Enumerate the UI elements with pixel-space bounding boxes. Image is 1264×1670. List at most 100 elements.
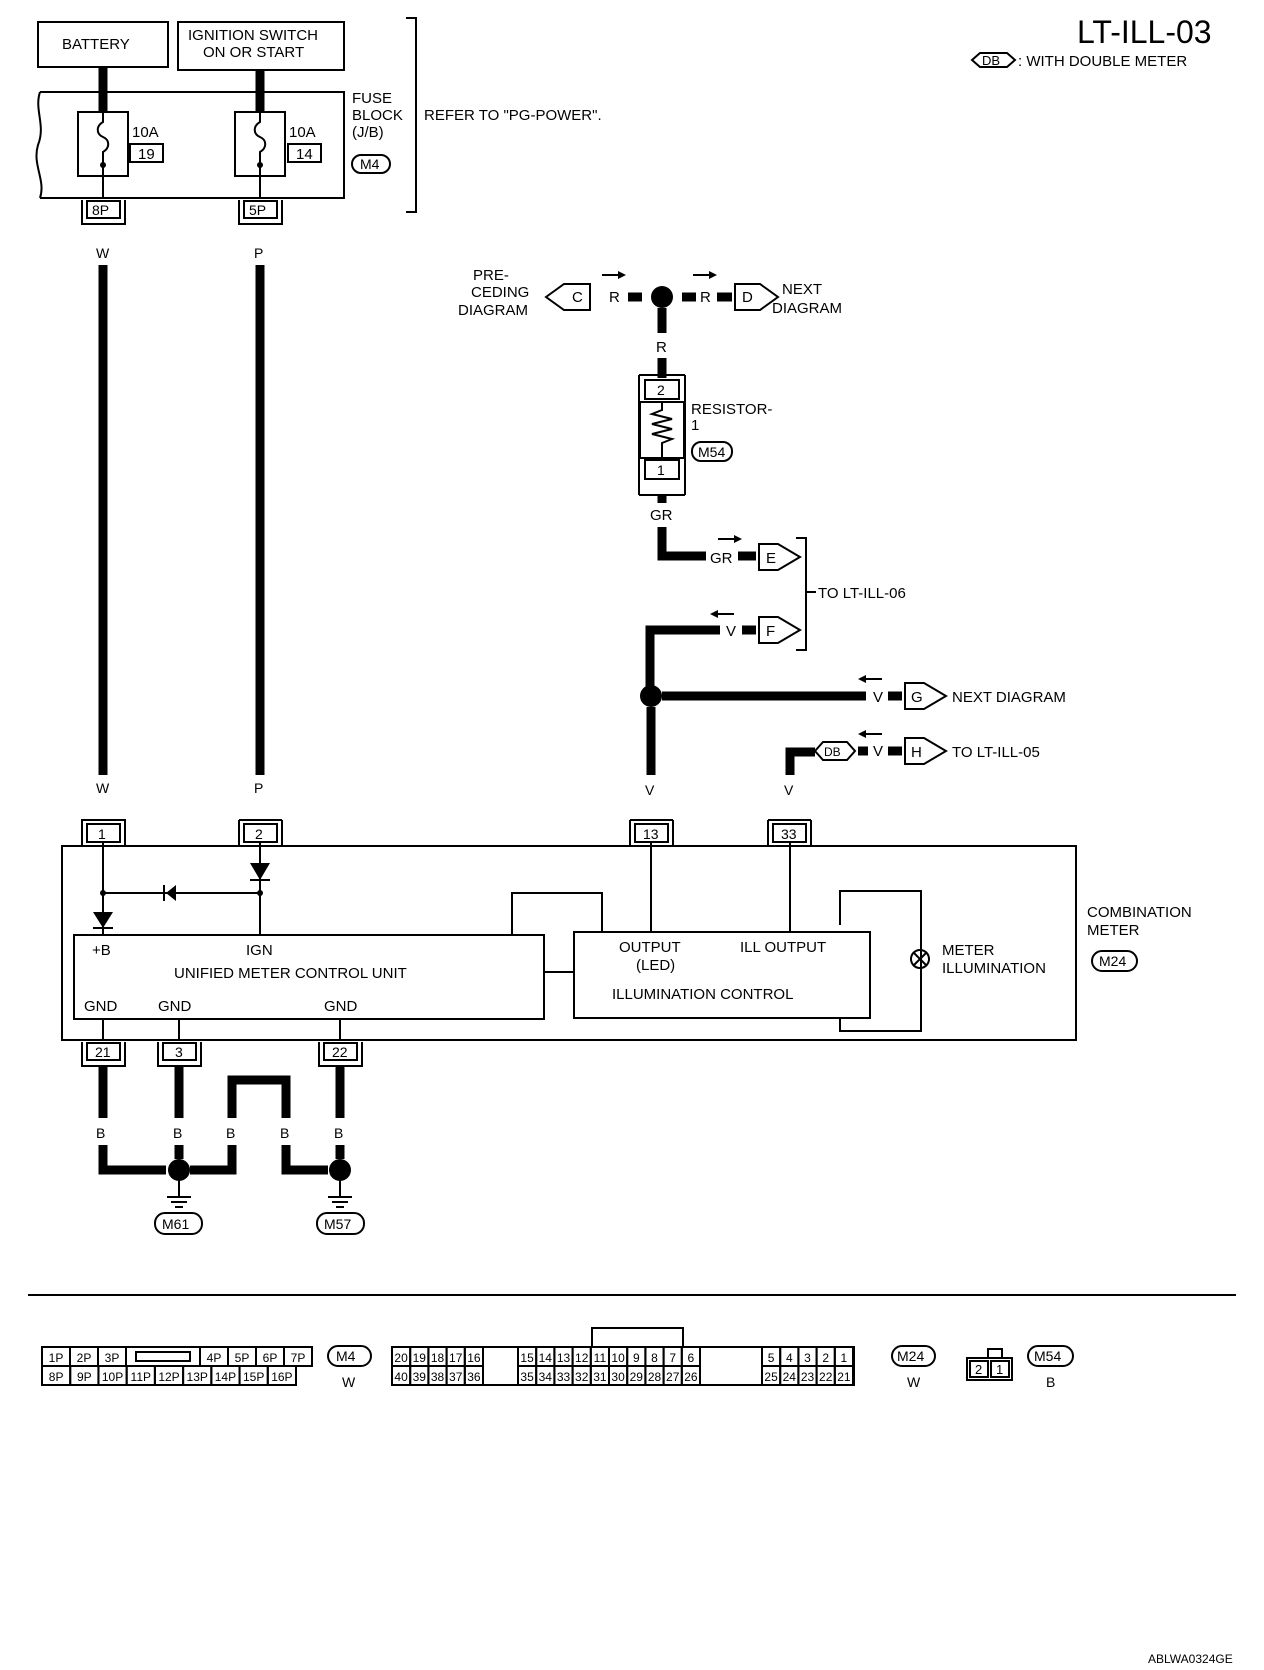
- footer-m4-pin: 16P: [271, 1370, 292, 1384]
- meter-pin-13: 13: [643, 826, 659, 842]
- wire-b-2: B: [173, 1125, 182, 1141]
- wire-b-1: B: [96, 1125, 105, 1141]
- footer-m4-pin: 14P: [215, 1370, 236, 1384]
- footer-m24-pin: 21: [837, 1370, 851, 1384]
- meter-top-connectors: [81, 819, 812, 846]
- next-diagram-2: DIAGRAM: [772, 300, 842, 317]
- footer-m4-pin: 2P: [77, 1351, 92, 1365]
- footer-m24-pin: 17: [449, 1351, 463, 1365]
- terminal-5p: [238, 200, 283, 225]
- wire-w-bottom: W: [96, 780, 110, 796]
- fuse-2-terminal: 5P: [249, 202, 266, 218]
- resistor-pin-top: 2: [657, 382, 665, 398]
- legend-tag: DB: [982, 53, 1000, 68]
- combination-meter-box: [61, 845, 1077, 1041]
- battery-label: BATTERY: [62, 36, 130, 53]
- ground-splice-m61: [168, 1159, 190, 1181]
- meter-illum-label-1: METER: [942, 942, 995, 959]
- unit-gnd-1: GND: [84, 998, 118, 1015]
- footer-m24-pin: 8: [651, 1351, 658, 1365]
- footer-m24-pin: 27: [666, 1370, 680, 1384]
- connector-d-label: D: [742, 289, 753, 306]
- wire-gr-e: GR: [710, 550, 733, 567]
- wire-r-left: R: [609, 289, 620, 306]
- wire-p-bottom: P: [254, 780, 263, 796]
- ground-m57: M57: [324, 1216, 351, 1232]
- illum-name: ILLUMINATION CONTROL: [612, 986, 793, 1003]
- footer-m24-pin: 3: [804, 1351, 811, 1365]
- fuse-1-terminal: 8P: [92, 202, 109, 218]
- footer-m24-pin: 40: [394, 1370, 408, 1384]
- unit-name: UNIFIED METER CONTROL UNIT: [174, 965, 407, 982]
- connector-e-label: E: [766, 550, 776, 567]
- ignition-label-1: IGNITION SWITCH: [188, 27, 318, 44]
- connector-c: [544, 283, 591, 311]
- splice-v: [640, 685, 662, 707]
- footer-m4-pin: 13P: [187, 1370, 208, 1384]
- footer-m54-pin-2: 2: [975, 1362, 982, 1377]
- wire-r-down: R: [656, 339, 667, 356]
- illum-output-1: OUTPUT: [619, 939, 681, 956]
- footer-m4-pin: 15P: [243, 1370, 264, 1384]
- footer-m4-pin: 11P: [131, 1370, 151, 1384]
- resistor-label-2: 1: [691, 417, 699, 434]
- meter-pin-3: 3: [175, 1044, 183, 1060]
- resistor-pin-bottom: 1: [657, 462, 665, 478]
- footer-m4-pin: 10P: [102, 1370, 123, 1384]
- footer-m24-pin: 2: [822, 1351, 829, 1365]
- footer-m24-pin: 20: [394, 1351, 408, 1365]
- wire-b-4: B: [280, 1125, 289, 1141]
- illum-ill-output: ILL OUTPUT: [740, 939, 826, 956]
- preceding-diagram-1: PRE-: [473, 267, 509, 284]
- resistor-connector: M54: [698, 444, 725, 460]
- footer-m24-pin: 13: [557, 1351, 571, 1365]
- unified-meter-control-unit: [73, 934, 545, 1020]
- footer-m24-pin: 6: [688, 1351, 695, 1365]
- connector-f: [758, 616, 802, 644]
- footer-m24-pin: 38: [431, 1370, 445, 1384]
- footer-m24-pin: 26: [684, 1370, 698, 1384]
- ignition-switch-box: [177, 21, 345, 71]
- fuse-2-amps: 10A: [289, 124, 316, 141]
- footer-m24-pin: 23: [801, 1370, 815, 1384]
- connector-e: [758, 543, 802, 571]
- fuse-2-number: 14: [296, 146, 313, 163]
- fuse-1-number: 19: [138, 146, 155, 163]
- fuse-block-label-3: (J/B): [352, 124, 384, 141]
- footer-m24-pin: 19: [413, 1351, 427, 1365]
- footer-m24-pin: 24: [783, 1370, 797, 1384]
- ground-m61: M61: [162, 1216, 189, 1232]
- footer-m24-pin: 37: [449, 1370, 463, 1384]
- connector-h-label: H: [911, 744, 922, 761]
- wire-p-top: P: [254, 245, 263, 261]
- ground-splice-m57: [329, 1159, 351, 1181]
- footer-m24-pin: 7: [669, 1351, 676, 1365]
- ground-symbol-m61: [167, 1181, 191, 1208]
- page-title: LT-ILL-03: [1077, 14, 1212, 50]
- footer-m24-pin: 16: [467, 1351, 481, 1365]
- footer-m24-pin: 36: [467, 1370, 481, 1384]
- legend: DB : WITH DOUBLE METER: [970, 52, 1187, 70]
- footer-m54-pin-1: 1: [996, 1362, 1003, 1377]
- illum-output-2: (LED): [636, 957, 675, 974]
- footer-m24-pin: 5: [768, 1351, 775, 1365]
- footer-m24-pin: 34: [539, 1370, 553, 1384]
- meter-pin-33: 33: [781, 826, 797, 842]
- resistor-1: [638, 374, 686, 496]
- wire-v-33: V: [784, 782, 794, 798]
- footer-m24-pin: 1: [841, 1351, 848, 1365]
- unit-pos: +B: [92, 942, 111, 959]
- footer-m24-pin: 14: [539, 1351, 553, 1365]
- footer-m24-pin: 31: [593, 1370, 607, 1384]
- fuse-block-connector: M4: [360, 156, 380, 172]
- to-lt-ill-06: TO LT-ILL-06: [818, 585, 906, 602]
- footer-m4-pin: 7P: [291, 1351, 306, 1365]
- fuse-1-amps: 10A: [132, 124, 159, 141]
- footer-m24-frame: [391, 1346, 855, 1386]
- meter-pin-21: 21: [95, 1044, 111, 1060]
- footer-m54-color: B: [1046, 1374, 1055, 1390]
- footer-m24-pin: 18: [431, 1351, 445, 1365]
